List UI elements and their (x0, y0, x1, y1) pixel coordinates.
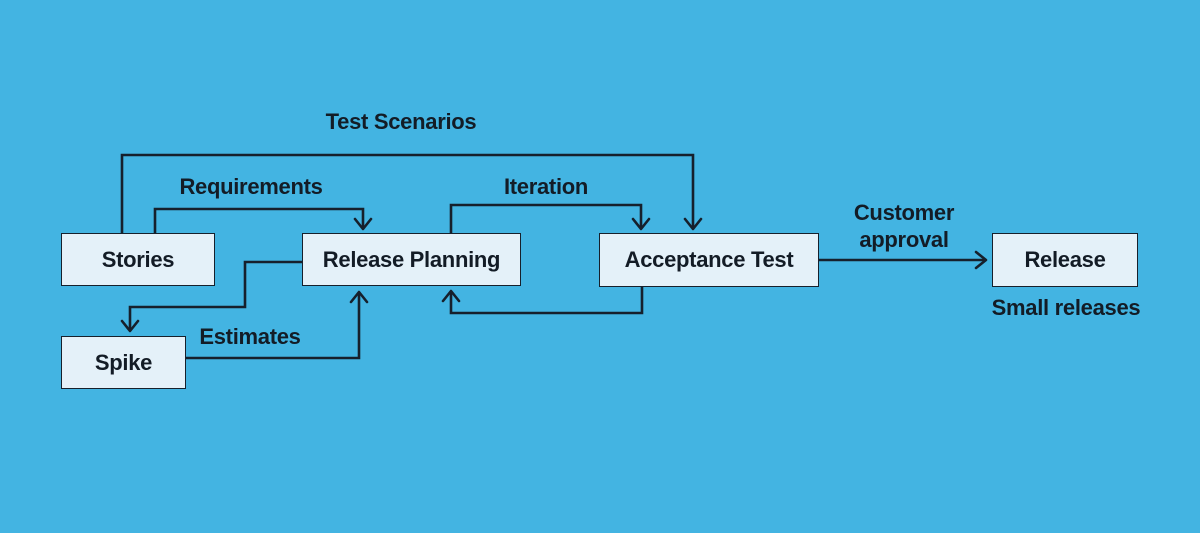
node-spike: Spike (61, 336, 186, 389)
edge-iteration (449, 203, 651, 233)
edge-label-estimates: Estimates (199, 324, 301, 349)
node-release-planning: Release Planning (302, 233, 521, 286)
node-release: Release (992, 233, 1138, 287)
edge-release-planning-to-spike (120, 260, 302, 333)
edge-estimates (186, 290, 369, 360)
edge-test-scenarios (120, 153, 703, 233)
edge-label-test-scenarios: Test Scenarios (325, 109, 477, 134)
node-stories: Stories (61, 233, 215, 286)
edge-label-iteration: Iteration (503, 174, 589, 199)
caption-small-releases: Small releases (991, 295, 1141, 320)
node-acceptance-test: Acceptance Test (599, 233, 819, 287)
edge-acceptance-return (441, 287, 644, 315)
edge-label-requirements: Requirements (179, 174, 323, 199)
edge-label-customer-approval: Customer approval (853, 200, 955, 252)
edge-requirements (153, 207, 373, 233)
